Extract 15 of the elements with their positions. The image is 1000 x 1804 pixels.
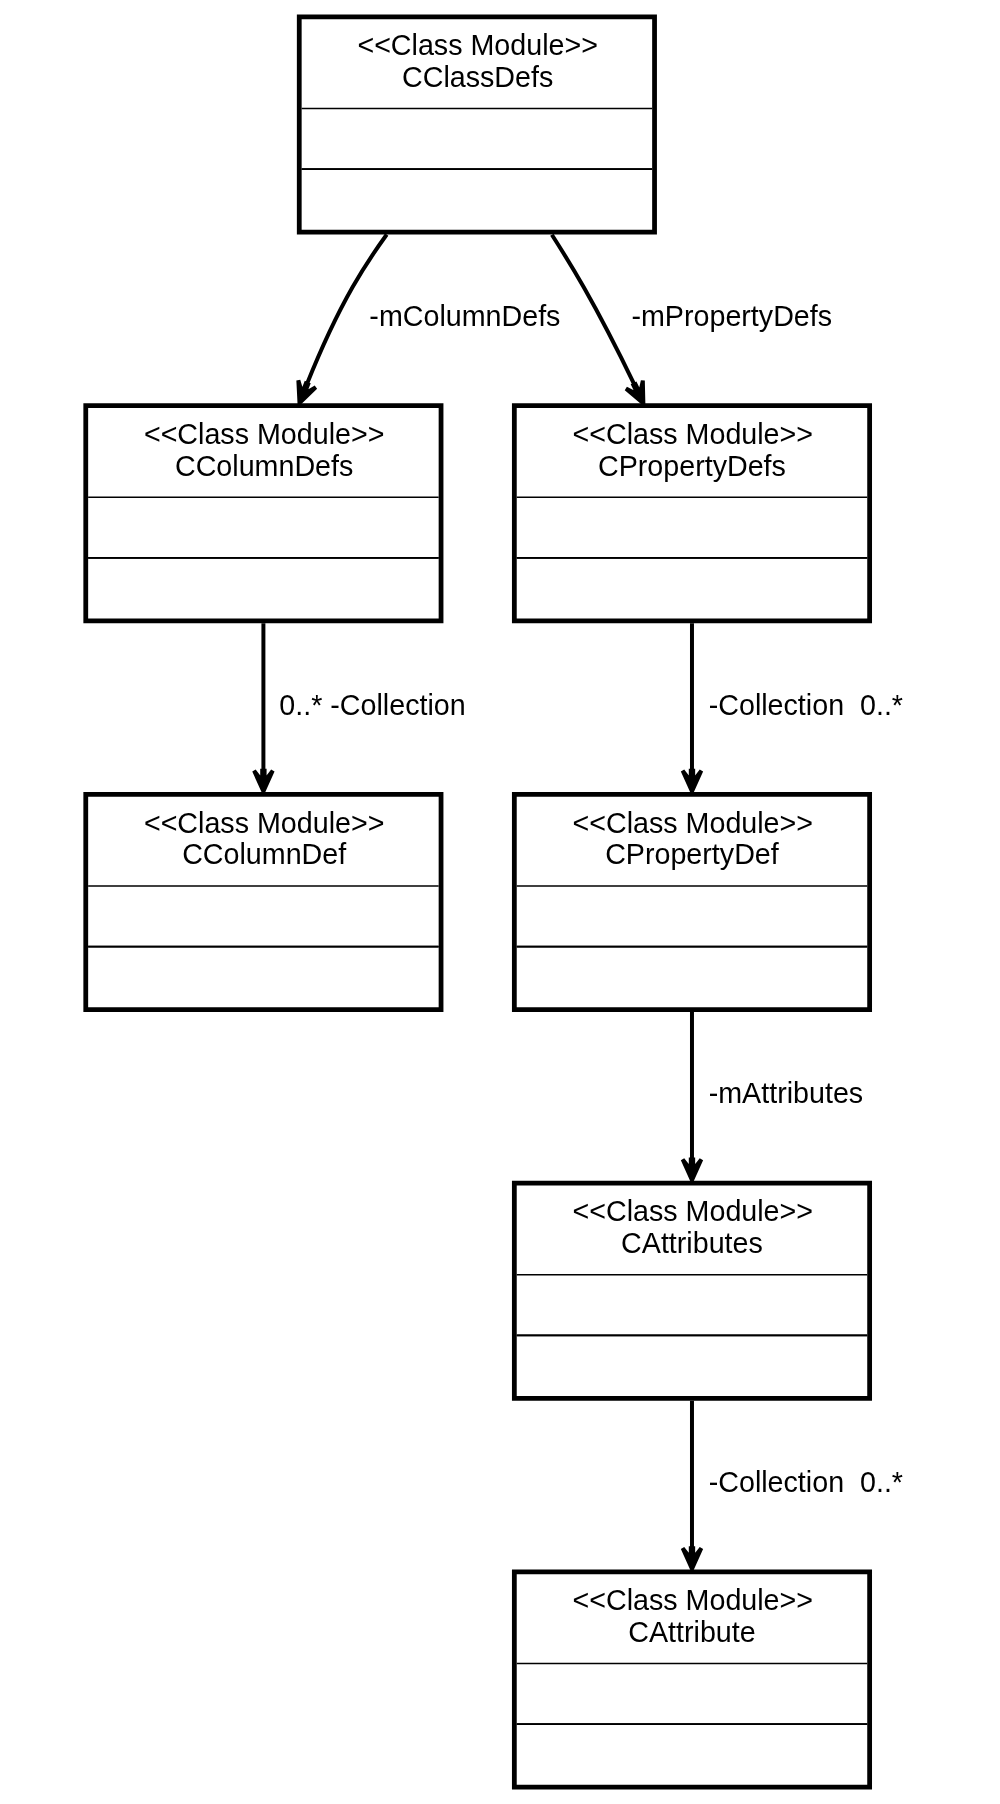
arrow (252, 623, 275, 794)
arrow (680, 1012, 704, 1183)
edge-label: -mPropertyDefs (631, 299, 833, 332)
arrow (680, 1400, 704, 1571)
edge-label: -Collection 0..* (708, 1466, 904, 1499)
arrow (680, 623, 704, 794)
arrow (296, 233, 389, 406)
node-box: <<Class Module>> CColumnDefs (83, 403, 444, 624)
arrow (550, 233, 646, 406)
node-box: <<Class Module>> CClassDefs (296, 14, 657, 235)
edge-label: -Collection 0..* (708, 688, 904, 721)
node-box: <<Class Module>> CColumnDef (83, 792, 444, 1012)
edge-label: -mAttributes (708, 1077, 864, 1110)
edge-label: 0..* -Collection (279, 688, 466, 721)
edge-label: -mColumnDefs (369, 299, 561, 332)
